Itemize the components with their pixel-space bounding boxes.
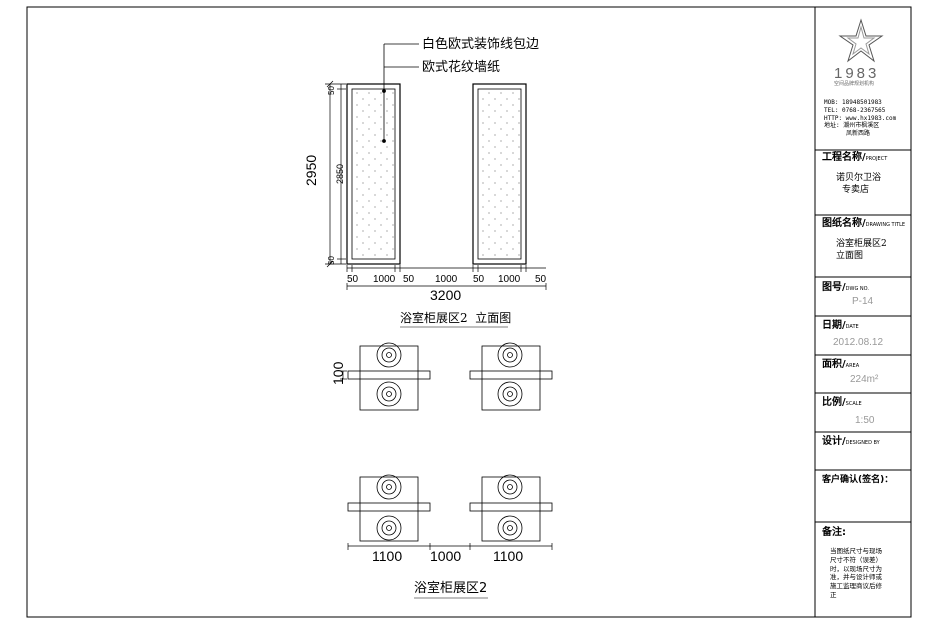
- scale-value: 1:50: [855, 415, 875, 426]
- dim-depth: 100: [330, 361, 346, 385]
- drawing-title-value: 立面图: [836, 251, 864, 261]
- client-confirm-label: 客户确认(签名)：: [822, 475, 894, 485]
- elevation-width-dimension: [346, 265, 547, 290]
- basin-unit-top-left: [347, 342, 431, 411]
- elevation-title: 浴室柜展区2 立面图: [400, 311, 512, 325]
- dim-height-inner: 2850: [335, 163, 345, 184]
- dim-plan-seg: 1000: [430, 548, 462, 564]
- project-value: 诺贝尔卫浴: [836, 173, 882, 183]
- contact-address: 凤新西路: [846, 130, 871, 138]
- contact-address: 地址: 潮州市枫溪区: [824, 122, 880, 130]
- basin-unit-bottom-right: [469, 474, 553, 542]
- scale-label: 比例/SCALE: [822, 397, 862, 408]
- drawing-title-label: 图纸名称/DRAWING TITLE: [822, 218, 906, 229]
- notes-label: 备注:: [822, 527, 846, 538]
- project-value: 专卖店: [842, 185, 870, 195]
- annotation-leaders: [382, 43, 419, 143]
- basin-unit-top-right: [469, 342, 553, 411]
- area-value: 224m²: [850, 374, 879, 385]
- elevation-panel-right: [472, 83, 527, 265]
- trim-annotation: 白色欧式装饰线包边: [422, 37, 540, 52]
- contact-info: MOB: 18948501983 TEL: 0768-2367565 HTTP:…: [824, 99, 910, 138]
- dim-plan-seg: 1100: [493, 548, 524, 564]
- basin-unit-bottom-left: [347, 474, 431, 542]
- designer-label: 设计/DESIGNED BY: [822, 436, 880, 447]
- contact-mob: MOB: 18948501983: [824, 99, 882, 106]
- notes-text: 当图纸尺寸与现场尺寸不符（误差）时，以现场尺寸为准，并与设计师或施工监理商议后修…: [830, 547, 882, 599]
- dim-width-seg: 50: [403, 274, 415, 285]
- contact-http: HTTP: www.hx1983.com: [824, 114, 897, 122]
- project-label: 工程名称/PROJECT: [822, 152, 888, 163]
- contact-tel: TEL: 0768-2367565: [824, 106, 886, 114]
- drawing-number-value: P-14: [852, 296, 874, 307]
- dim-width-seg: 1000: [435, 274, 458, 285]
- date-label: 日期/DATE: [822, 320, 859, 331]
- dim-width-seg: 1000: [498, 274, 521, 285]
- area-label: 面积/AREA: [822, 359, 860, 370]
- dim-width-total: 3200: [430, 287, 462, 303]
- dim-height-total: 2950: [303, 154, 319, 186]
- wallpaper-annotation: 欧式花纹墙纸: [422, 60, 501, 75]
- dim-border-bottom: 50: [327, 256, 336, 265]
- logo-subtitle: 空间品牌规划机构: [834, 81, 875, 87]
- dim-plan-seg: 1100: [372, 548, 403, 564]
- dim-border-top: 50: [327, 86, 336, 95]
- dim-width-seg: 50: [535, 274, 547, 285]
- drawing-title-value: 浴室柜展区2: [836, 239, 887, 249]
- logo-text: 1983: [834, 65, 880, 82]
- star-logo-icon: [838, 18, 884, 63]
- vertical-dimension-lines: [325, 80, 346, 268]
- date-value: 2012.08.12: [833, 337, 884, 348]
- title-block-frame: [814, 6, 912, 618]
- plan-title: 浴室柜展区2: [414, 581, 488, 596]
- dim-width-seg: 50: [347, 274, 359, 285]
- drawing-number-label: 图号/DWG NO.: [822, 282, 869, 293]
- elevation-panel-left: [346, 83, 401, 265]
- dim-width-seg: 50: [473, 274, 485, 285]
- plan-dimension-lines: [340, 370, 553, 550]
- dim-width-seg: 1000: [373, 274, 396, 285]
